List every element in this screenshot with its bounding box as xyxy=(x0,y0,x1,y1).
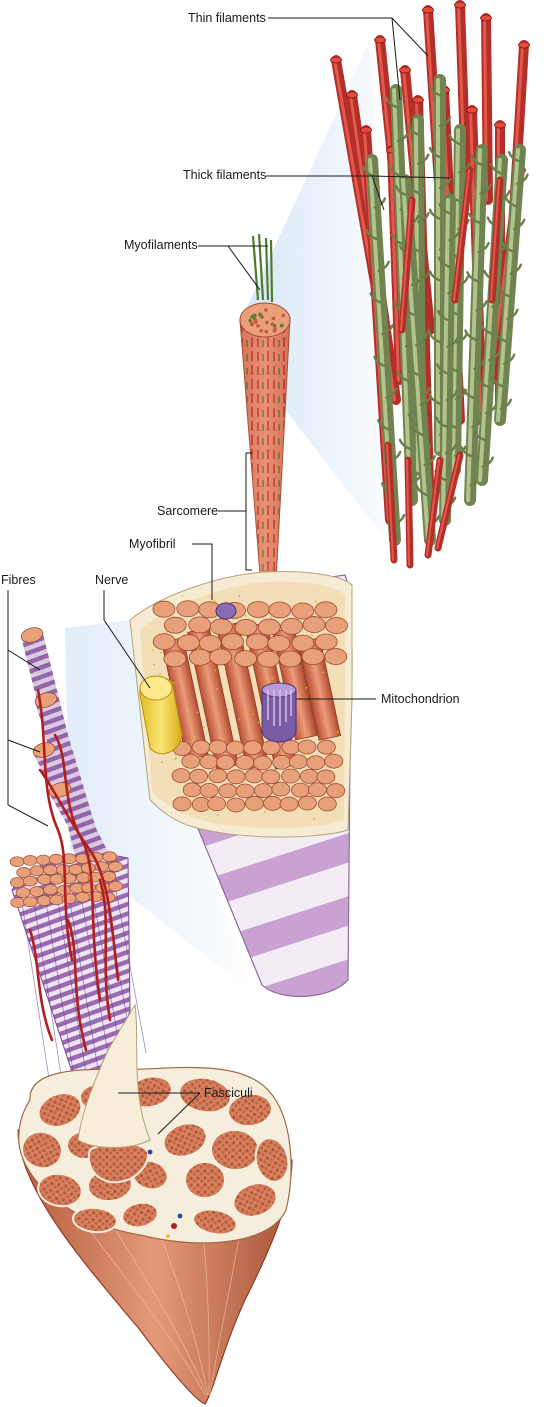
myofibril-cell xyxy=(152,600,176,618)
myofibril-cell xyxy=(176,600,200,618)
myofibril-cell xyxy=(325,617,348,634)
fasciculus xyxy=(184,1160,226,1200)
myofibril-cell xyxy=(152,633,176,651)
capillary xyxy=(28,928,54,1042)
muscle-fibre-section xyxy=(129,571,353,998)
bracket-sarcomere xyxy=(245,452,252,571)
leader-thick-filaments-2 xyxy=(371,175,451,179)
leader-myofilaments xyxy=(198,245,261,291)
leader-thin-filaments xyxy=(268,17,429,57)
capillary xyxy=(98,878,112,1022)
leader-fasciculi-2 xyxy=(157,1092,201,1135)
label-fibres: Fibres xyxy=(1,573,36,587)
fasciculus xyxy=(254,1137,290,1183)
label-fasciculi: Fasciculi xyxy=(204,1086,253,1100)
myofibril-cell xyxy=(245,633,269,651)
label-nerve: Nerve xyxy=(95,573,128,587)
myofibril-cell xyxy=(198,634,222,652)
mitochondrion xyxy=(215,602,297,743)
myofibril-cell xyxy=(188,648,212,666)
leader-thin-filaments-2 xyxy=(391,17,401,101)
fasciculus xyxy=(21,1130,63,1170)
myofibril-cell xyxy=(209,648,232,666)
label-thick-filaments: Thick filaments xyxy=(183,168,266,182)
fasciculus xyxy=(192,1208,238,1236)
label-myofibril: Myofibril xyxy=(129,537,176,551)
nerve xyxy=(139,675,183,755)
myofibril-cell xyxy=(291,634,315,652)
fasciculus xyxy=(37,1172,83,1208)
capillary xyxy=(36,688,74,962)
myofibril-cell xyxy=(234,650,258,667)
myofibril-cell xyxy=(268,601,292,619)
myofibril-cell xyxy=(291,602,315,620)
label-thin-filaments: Thin filaments xyxy=(188,11,266,25)
capillary xyxy=(66,918,88,1052)
label-mitochondrion: Mitochondrion xyxy=(381,692,460,706)
label-myofilaments: Myofilaments xyxy=(124,238,198,252)
myofibril-cell xyxy=(314,601,338,619)
fasciculus xyxy=(232,1182,278,1218)
fasciculus xyxy=(162,1122,208,1158)
fasciculus xyxy=(227,1092,273,1128)
myofilament-bundle xyxy=(330,0,530,569)
fasciculus xyxy=(72,1206,118,1234)
fasciculus xyxy=(121,1201,159,1229)
fasciculus xyxy=(178,1076,232,1114)
myofibril-cell xyxy=(278,650,302,668)
myofibril-cell xyxy=(301,648,325,666)
myofibril-cell xyxy=(302,616,326,633)
capillary xyxy=(38,768,120,982)
myofilament-strands xyxy=(251,233,274,303)
myofibril-cell xyxy=(221,633,244,650)
leader-nerve xyxy=(103,590,151,689)
myofibril-cross-section xyxy=(248,308,286,334)
myofibril-cell xyxy=(257,650,280,668)
myofibril-cell xyxy=(163,616,187,634)
leader-myofibril xyxy=(192,543,213,600)
myofibril-rod xyxy=(239,233,291,601)
myofibril-cell xyxy=(280,618,304,635)
myofibril-cell xyxy=(163,650,187,668)
myofibril-cell xyxy=(188,616,212,634)
myofibril-cell xyxy=(267,635,291,652)
myofibril-cell xyxy=(234,619,258,636)
muscle-fibre-bundle xyxy=(9,627,147,1091)
myofibril-cross-sections xyxy=(149,594,348,820)
myofibril-cell xyxy=(246,601,270,618)
myofibril-cell xyxy=(209,618,233,636)
myofibril-cell xyxy=(177,634,200,652)
label-sarcomere: Sarcomere xyxy=(157,504,218,518)
myofibril-cell xyxy=(257,618,281,636)
labels: Thin filaments Thick filaments Myofilame… xyxy=(1,11,460,1135)
myofibril-cell xyxy=(324,648,348,665)
myofibril-cell xyxy=(314,633,338,651)
leader-fibres-3 xyxy=(7,740,49,827)
whole-muscle-section xyxy=(17,1003,293,1405)
